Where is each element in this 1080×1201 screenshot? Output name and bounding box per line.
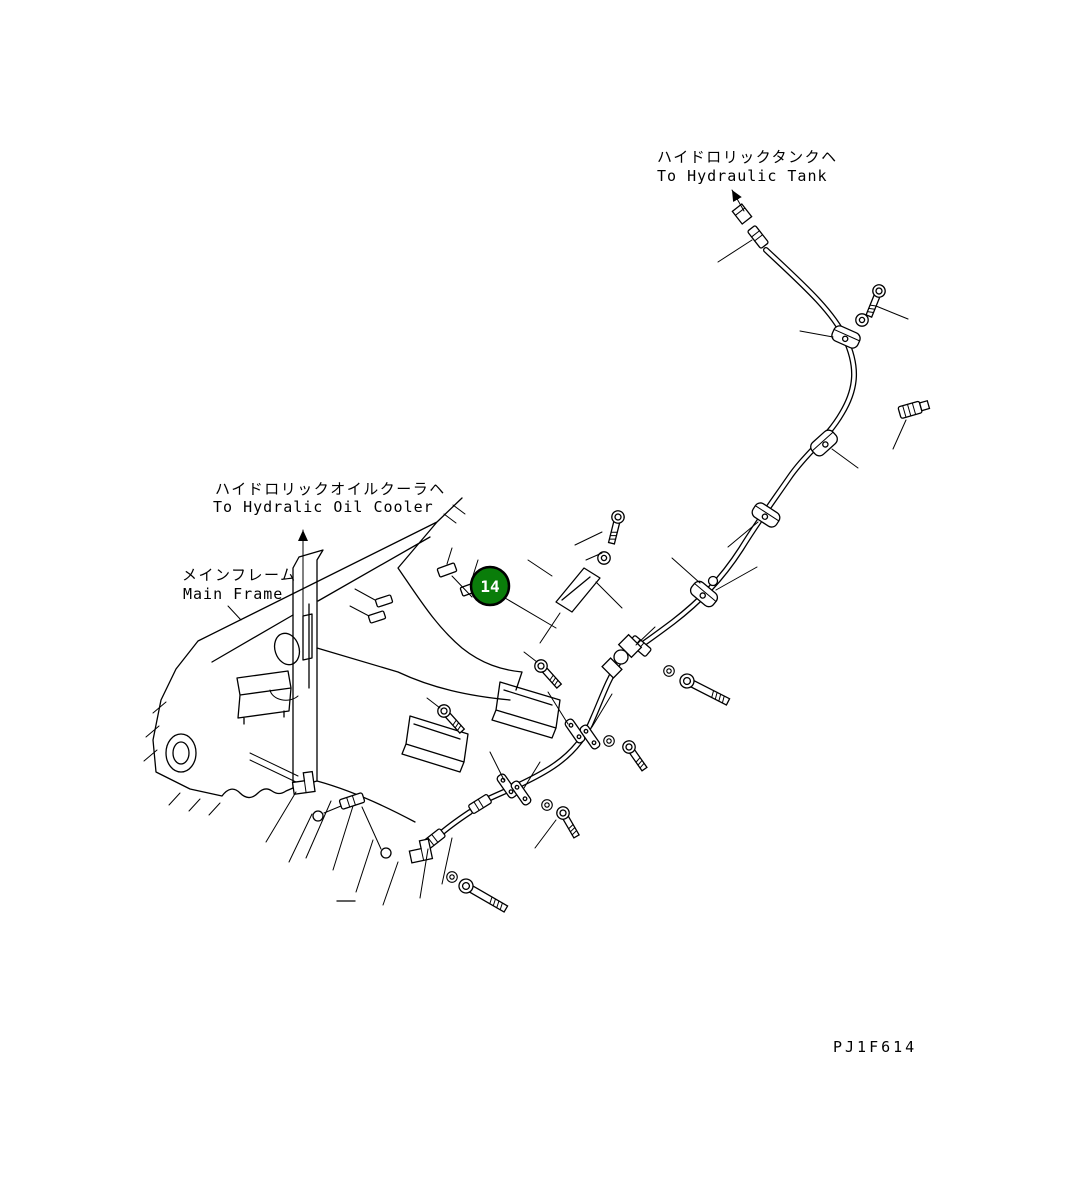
main-frame-pointer [227, 605, 242, 621]
label-main-frame-en: Main Frame [183, 585, 283, 603]
elbow-fitting [407, 838, 434, 864]
plug-fitting [897, 398, 931, 420]
bolt [619, 737, 651, 774]
mounting-clip [367, 610, 387, 624]
fittings [290, 203, 931, 864]
callout-number: 14 [480, 577, 499, 596]
drawing-part-code: PJ1F614 [833, 1038, 917, 1056]
frame-hole-large-inner [172, 741, 190, 765]
break-hatch-marks [143, 504, 466, 816]
label-main-frame-jp: メインフレーム [182, 566, 297, 584]
hydraulic-hoses [435, 247, 857, 839]
brackets [401, 567, 601, 773]
washer [855, 313, 869, 327]
hose-crimp-fitting [467, 793, 493, 815]
frame-bracket-box [236, 670, 292, 725]
washer [603, 735, 615, 747]
hose-clamp [829, 323, 863, 351]
label-hydraulic-tank-jp: ハイドロリックタンクヘ [657, 148, 838, 166]
support-bracket [491, 681, 561, 739]
leader-lines [265, 239, 909, 906]
inline-fitting [338, 792, 366, 810]
washer [541, 799, 553, 811]
mounting-clip [374, 594, 394, 608]
union-fitting [601, 657, 623, 679]
pipe-behind-frame [249, 752, 299, 783]
long-bolt [676, 670, 732, 709]
union-nut [613, 649, 629, 665]
bolt [434, 701, 468, 736]
label-oil-cooler-jp: ハイドロリックオイルクーラヘ [215, 480, 446, 498]
callout-14[interactable]: 14 [469, 565, 511, 607]
callout-balloon[interactable] [469, 565, 511, 607]
long-bolt [455, 875, 510, 916]
support-bracket [401, 715, 469, 773]
label-hydraulic-tank-en: To Hydraulic Tank [657, 167, 828, 185]
hose-crimp-fitting [746, 224, 770, 250]
frame-arc-detail [269, 689, 299, 701]
washer [446, 871, 458, 883]
mount-plate [555, 567, 601, 613]
washer [663, 665, 675, 677]
ball-fitting [380, 847, 392, 859]
frame-hole-small [273, 632, 301, 666]
text-labels: ハイドロリックタンクヘ To Hydraulic Tank ハイドロリックオイル… [182, 148, 917, 1056]
ball-fitting [312, 810, 324, 822]
clamp-nut [707, 575, 719, 587]
frame-hole-large-outer [165, 733, 197, 773]
hose-clamps [495, 323, 863, 807]
bolt [604, 508, 627, 546]
bolt [553, 803, 583, 841]
main-frame [143, 497, 523, 902]
to-tank-arrow [731, 189, 745, 212]
fitting-links [323, 805, 382, 850]
mounting-clip [436, 562, 458, 578]
label-oil-cooler-en: To Hydralic Oil Cooler [213, 498, 434, 516]
bolt [862, 282, 888, 320]
frame-outline [152, 497, 523, 823]
